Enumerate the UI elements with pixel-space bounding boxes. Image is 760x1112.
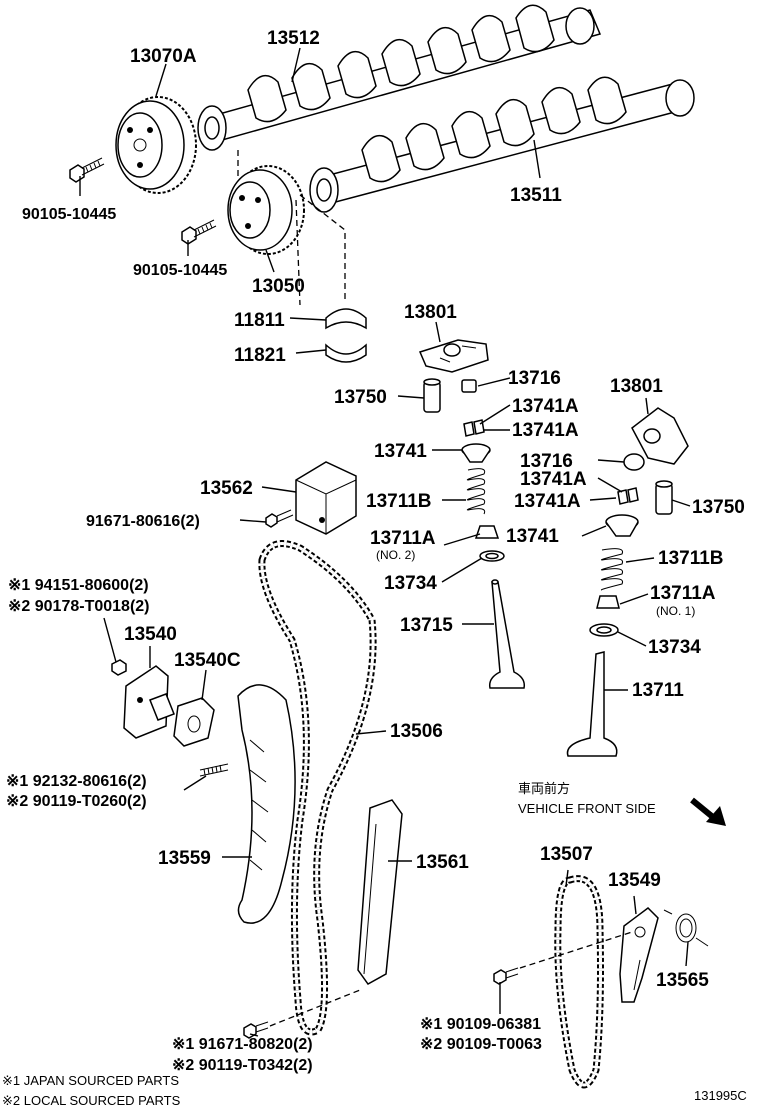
label-13512[interactable]: 13512	[267, 28, 320, 49]
label-13561[interactable]: 13561	[416, 852, 469, 873]
bolt-90105-upper-drawing[interactable]	[69, 157, 105, 183]
valve-spring-13711B-right-drawing[interactable]	[600, 548, 624, 591]
label-13540[interactable]: 13540	[124, 624, 177, 645]
camshaft-13512-drawing[interactable]	[197, 4, 602, 151]
spring-retainer-13741-right-drawing[interactable]	[605, 514, 639, 537]
label-13716-left[interactable]: 13716	[508, 368, 561, 389]
label-13741-left[interactable]: 13741	[374, 441, 427, 462]
label-13711B-left[interactable]: 13711B	[366, 491, 432, 512]
label-13540C[interactable]: 13540C	[174, 650, 241, 671]
label-13801-left[interactable]: 13801	[404, 302, 457, 323]
label-13711[interactable]: 13711	[632, 680, 684, 701]
label-91671-80820[interactable]: ※1 91671-80820(2)	[172, 1036, 313, 1053]
label-13050[interactable]: 13050	[252, 276, 305, 297]
spring-seat-13734-left-drawing[interactable]	[479, 550, 505, 562]
valve-seal-13711A-left-drawing[interactable]	[474, 525, 500, 539]
label-90105-upper[interactable]: 90105-10445	[22, 206, 116, 223]
chain-guide-13562-drawing[interactable]	[295, 461, 357, 535]
label-13741A-left-2[interactable]: 13741A	[512, 420, 579, 441]
label-13511[interactable]: 13511	[510, 185, 562, 206]
vehicle-front-arrow-icon	[690, 797, 726, 826]
valve-13711-drawing[interactable]	[566, 651, 618, 757]
label-91671-80616[interactable]: 91671-80616(2)	[86, 513, 200, 530]
spring-seat-13734-right-drawing[interactable]	[589, 623, 619, 637]
label-13711B-right[interactable]: 13711B	[658, 548, 724, 569]
valve-keeper-13741A-left-drawing[interactable]	[463, 419, 485, 437]
label-90119-T0342[interactable]: ※2 90119-T0342(2)	[172, 1057, 313, 1074]
bearing-11821-drawing[interactable]	[325, 343, 367, 363]
label-13801-right[interactable]: 13801	[610, 376, 663, 397]
shim-13716-left-drawing[interactable]	[461, 379, 477, 393]
label-90119-T0260[interactable]: ※2 90119-T0260(2)	[6, 793, 147, 810]
part-labels: 13070A 13512 13511 90105-10445 90105-104…	[2, 28, 747, 1108]
bearing-11811-drawing[interactable]	[325, 308, 367, 330]
orientation-label-jp: 車両前方	[518, 781, 570, 796]
spring-13565-drawing[interactable]	[663, 909, 709, 947]
camshaft-13511-drawing[interactable]	[309, 76, 695, 213]
label-no2: (NO. 2)	[376, 548, 415, 562]
label-11811[interactable]: 11811	[234, 310, 285, 331]
label-13506[interactable]: 13506	[390, 721, 443, 742]
label-13750-left[interactable]: 13750	[334, 387, 387, 408]
spring-retainer-13741-left-drawing[interactable]	[461, 443, 491, 463]
chain-slipper-13559-drawing[interactable]	[237, 684, 296, 924]
label-94151[interactable]: ※1 94151-80600(2)	[8, 577, 149, 594]
lash-adjuster-13750-right-drawing[interactable]	[655, 480, 673, 515]
label-90105-lower[interactable]: 90105-10445	[133, 262, 227, 279]
label-13549[interactable]: 13549	[608, 870, 661, 891]
label-13565[interactable]: 13565	[656, 970, 709, 991]
note-japan-sourced: ※1 JAPAN SOURCED PARTS	[2, 1073, 179, 1088]
label-13741A-right-2[interactable]: 13741A	[514, 491, 581, 512]
rocker-arm-13801-right-drawing[interactable]	[631, 407, 689, 465]
chain-tensioner-13540-drawing[interactable]	[123, 665, 175, 739]
label-13716-right[interactable]: 13716	[520, 451, 573, 472]
label-13741A-left-1[interactable]: 13741A	[512, 396, 579, 417]
stud-92132-drawing[interactable]	[199, 763, 229, 777]
label-13070A[interactable]: 13070A	[130, 46, 197, 67]
label-13750-right[interactable]: 13750	[692, 497, 745, 518]
bolt-90109-drawing[interactable]	[493, 967, 519, 985]
bolt-90105-lower-drawing[interactable]	[181, 219, 217, 245]
valve-spring-13711B-left-drawing[interactable]	[466, 468, 486, 515]
label-13734-left[interactable]: 13734	[384, 573, 437, 594]
valve-seal-13711A-right-drawing[interactable]	[596, 595, 620, 609]
leader-lines	[79, 47, 691, 1037]
shim-13716-right-drawing[interactable]	[623, 453, 645, 471]
tensioner-nut-94151-drawing[interactable]	[111, 659, 127, 676]
label-92132[interactable]: ※1 92132-80616(2)	[6, 773, 147, 790]
figure-id: 131995C	[694, 1088, 747, 1103]
orientation-label-en: VEHICLE FRONT SIDE	[518, 801, 656, 816]
label-13741A-right-1[interactable]: 13741A	[520, 469, 587, 490]
rocker-arm-13801-left-drawing[interactable]	[418, 339, 489, 373]
timing-chain-13506-drawing[interactable]	[258, 540, 377, 1036]
label-90178[interactable]: ※2 90178-T0018(2)	[8, 598, 150, 615]
bolt-91671-80616-drawing[interactable]	[265, 509, 294, 528]
vvt-gear-13070A-drawing[interactable]	[115, 96, 197, 194]
label-13741-right[interactable]: 13741	[506, 526, 559, 547]
label-90109-06381[interactable]: ※1 90109-06381	[420, 1016, 541, 1033]
label-13715[interactable]: 13715	[400, 615, 453, 636]
label-13562[interactable]: 13562	[200, 478, 253, 499]
label-13711A-left[interactable]: 13711A	[370, 528, 436, 549]
label-13711A-right[interactable]: 13711A	[650, 583, 716, 604]
chain-damper-13561-drawing[interactable]	[357, 799, 403, 985]
valve-13715-drawing[interactable]	[488, 579, 526, 689]
label-13559[interactable]: 13559	[158, 848, 211, 869]
note-local-sourced: ※2 LOCAL SOURCED PARTS	[2, 1093, 181, 1108]
oil-pump-chain-13507-drawing[interactable]	[554, 875, 604, 1089]
label-13507[interactable]: 13507	[540, 844, 593, 865]
label-no1: (NO. 1)	[656, 604, 695, 618]
lash-adjuster-13750-left-drawing[interactable]	[423, 378, 441, 413]
vvt-gear-13050-drawing[interactable]	[227, 165, 305, 255]
label-11821[interactable]: 11821	[234, 345, 286, 366]
tensioner-gasket-13540C-drawing[interactable]	[173, 697, 215, 747]
tensioner-plate-13549-drawing[interactable]	[619, 907, 659, 1003]
label-90109-T0063[interactable]: ※2 90109-T0063	[420, 1036, 542, 1053]
valve-keeper-13741A-right-drawing[interactable]	[617, 487, 639, 505]
label-13734-right[interactable]: 13734	[648, 637, 701, 658]
